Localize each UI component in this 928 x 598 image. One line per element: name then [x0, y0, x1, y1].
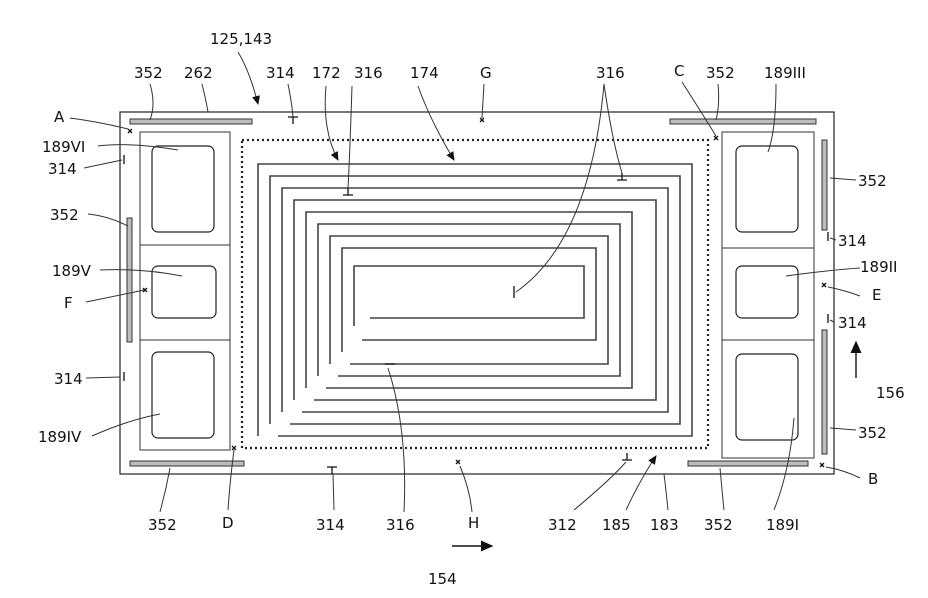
chip-189I	[736, 354, 798, 440]
label-B: B	[868, 470, 878, 488]
substrate-outline	[120, 112, 834, 474]
chip-189V	[152, 266, 216, 318]
label-189II: 189II	[860, 258, 897, 276]
chip-189II	[736, 266, 798, 318]
label-352-r1: 352	[858, 172, 887, 190]
label-E: E	[872, 286, 881, 304]
label-G: G	[480, 64, 492, 82]
dotted-boundary	[242, 140, 708, 448]
chip-189VI	[152, 146, 214, 232]
label-314-r2: 314	[838, 314, 867, 332]
label-352-l: 352	[50, 206, 79, 224]
label-314-l1: 314	[48, 160, 77, 178]
label-314-l2: 314	[54, 370, 83, 388]
label-154: 154	[428, 570, 457, 588]
label-352-tr: 352	[706, 64, 735, 82]
chip-189IV	[152, 352, 214, 438]
label-316-top: 316	[354, 64, 383, 82]
label-183: 183	[650, 516, 679, 534]
label-314-b: 314	[316, 516, 345, 534]
label-316-tr: 316	[596, 64, 625, 82]
label-156: 156	[876, 384, 905, 402]
label-C: C	[674, 62, 684, 80]
label-262: 262	[184, 64, 213, 82]
label-H: H	[468, 514, 479, 532]
label-316-b: 316	[386, 516, 415, 534]
bar-352-top-right	[670, 119, 816, 124]
label-125-143: 125,143	[210, 30, 272, 48]
label-189III: 189III	[764, 64, 806, 82]
bar-352-bottom-left	[130, 461, 244, 466]
label-A: A	[54, 108, 65, 126]
label-189VI: 189VI	[42, 138, 85, 156]
chip-189III	[736, 146, 798, 232]
label-189IV: 189IV	[38, 428, 82, 446]
antenna-coil	[258, 164, 692, 436]
label-185: 185	[602, 516, 631, 534]
bar-352-top-left	[130, 119, 252, 124]
bar-352-bottom-right	[688, 461, 808, 466]
label-189V: 189V	[52, 262, 92, 280]
label-314-top: 314	[266, 64, 295, 82]
label-172: 172	[312, 64, 341, 82]
bar-352-left	[127, 218, 132, 342]
label-352-tl: 352	[134, 64, 163, 82]
label-352-bl: 352	[148, 516, 177, 534]
label-314-r1: 314	[838, 232, 867, 250]
label-312: 312	[548, 516, 577, 534]
bar-352-right-top	[822, 140, 827, 230]
label-352-br: 352	[704, 516, 733, 534]
label-352-r2: 352	[858, 424, 887, 442]
label-174: 174	[410, 64, 439, 82]
label-D: D	[222, 514, 234, 532]
bar-352-right-bottom	[822, 330, 827, 454]
label-189I: 189I	[766, 516, 799, 534]
label-F: F	[64, 294, 73, 312]
